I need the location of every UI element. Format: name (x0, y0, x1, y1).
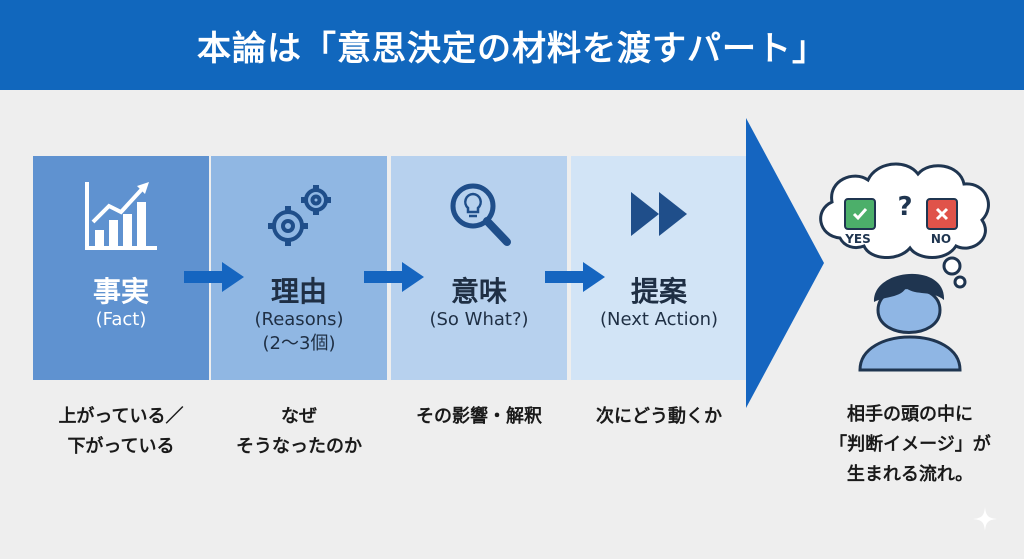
step-subtitle: (Fact) (95, 309, 147, 330)
no-label: NO (930, 232, 952, 246)
arrow-right-icon (184, 262, 244, 292)
caption-line: 下がっている (67, 436, 175, 457)
sparkle-icon (973, 507, 997, 531)
caption-line: 生まれる流れ。 (846, 464, 974, 485)
step-subtitle: (Next Action) (599, 309, 719, 330)
step-title: 提案 (630, 275, 687, 308)
step-subtitle-line: (Reasons) (254, 309, 344, 330)
step-box-fact: 事実 (Fact) (33, 156, 209, 380)
step-caption: 上がっている／ 下がっている (26, 402, 216, 462)
decision-caption: 相手の頭の中に 「判断イメージ」が 生まれる流れ。 (800, 400, 1020, 490)
step-subtitle: (So What?) (429, 309, 529, 330)
gears-icon (211, 176, 387, 256)
caption-line: 次にどう動くか (596, 406, 722, 427)
caption-line: 上がっている／ (58, 406, 184, 427)
step-subtitle-line: (2〜3個) (262, 333, 336, 354)
step-box-so-what: 意味 (So What?) (391, 156, 567, 380)
step-subtitle: (Reasons) (2〜3個) (211, 308, 387, 356)
x-icon (926, 198, 958, 230)
caption-line: その影響・解釈 (416, 406, 542, 427)
step-title: 理由 (270, 275, 327, 308)
caption-line: そうなったのか (236, 436, 362, 457)
decision-illustration: YES ? NO (810, 150, 1010, 390)
step-title: 事実 (92, 275, 149, 308)
arrow-right-icon (545, 262, 605, 292)
step-title: 意味 (450, 275, 507, 308)
page-title: 本論は「意思決定の材料を渡すパート」 (197, 28, 827, 69)
step-box-reasons: 理由 (Reasons) (2〜3個) (211, 156, 387, 380)
thought-bubble-person-icon (819, 162, 990, 372)
question-mark: ? (897, 192, 913, 222)
step-caption: なぜ そうなったのか (204, 402, 394, 462)
magnifier-lightbulb-icon (391, 176, 567, 256)
fast-forward-icon (571, 176, 747, 256)
rising-bar-chart-icon (33, 176, 209, 256)
caption-line: 相手の頭の中に (847, 404, 973, 425)
check-icon (844, 198, 876, 230)
arrow-right-icon (364, 262, 424, 292)
header-banner: 本論は「意思決定の材料を渡すパート」 (0, 0, 1024, 90)
step-caption: その影響・解釈 (384, 402, 574, 432)
step-box-next-action: 提案 (Next Action) (571, 156, 747, 380)
caption-line: なぜ (281, 406, 317, 427)
big-chevron-arrow-icon (746, 118, 824, 408)
caption-line: 「判断イメージ」が (829, 434, 991, 455)
yes-label: YES (845, 232, 871, 246)
step-caption: 次にどう動くか (564, 402, 754, 432)
